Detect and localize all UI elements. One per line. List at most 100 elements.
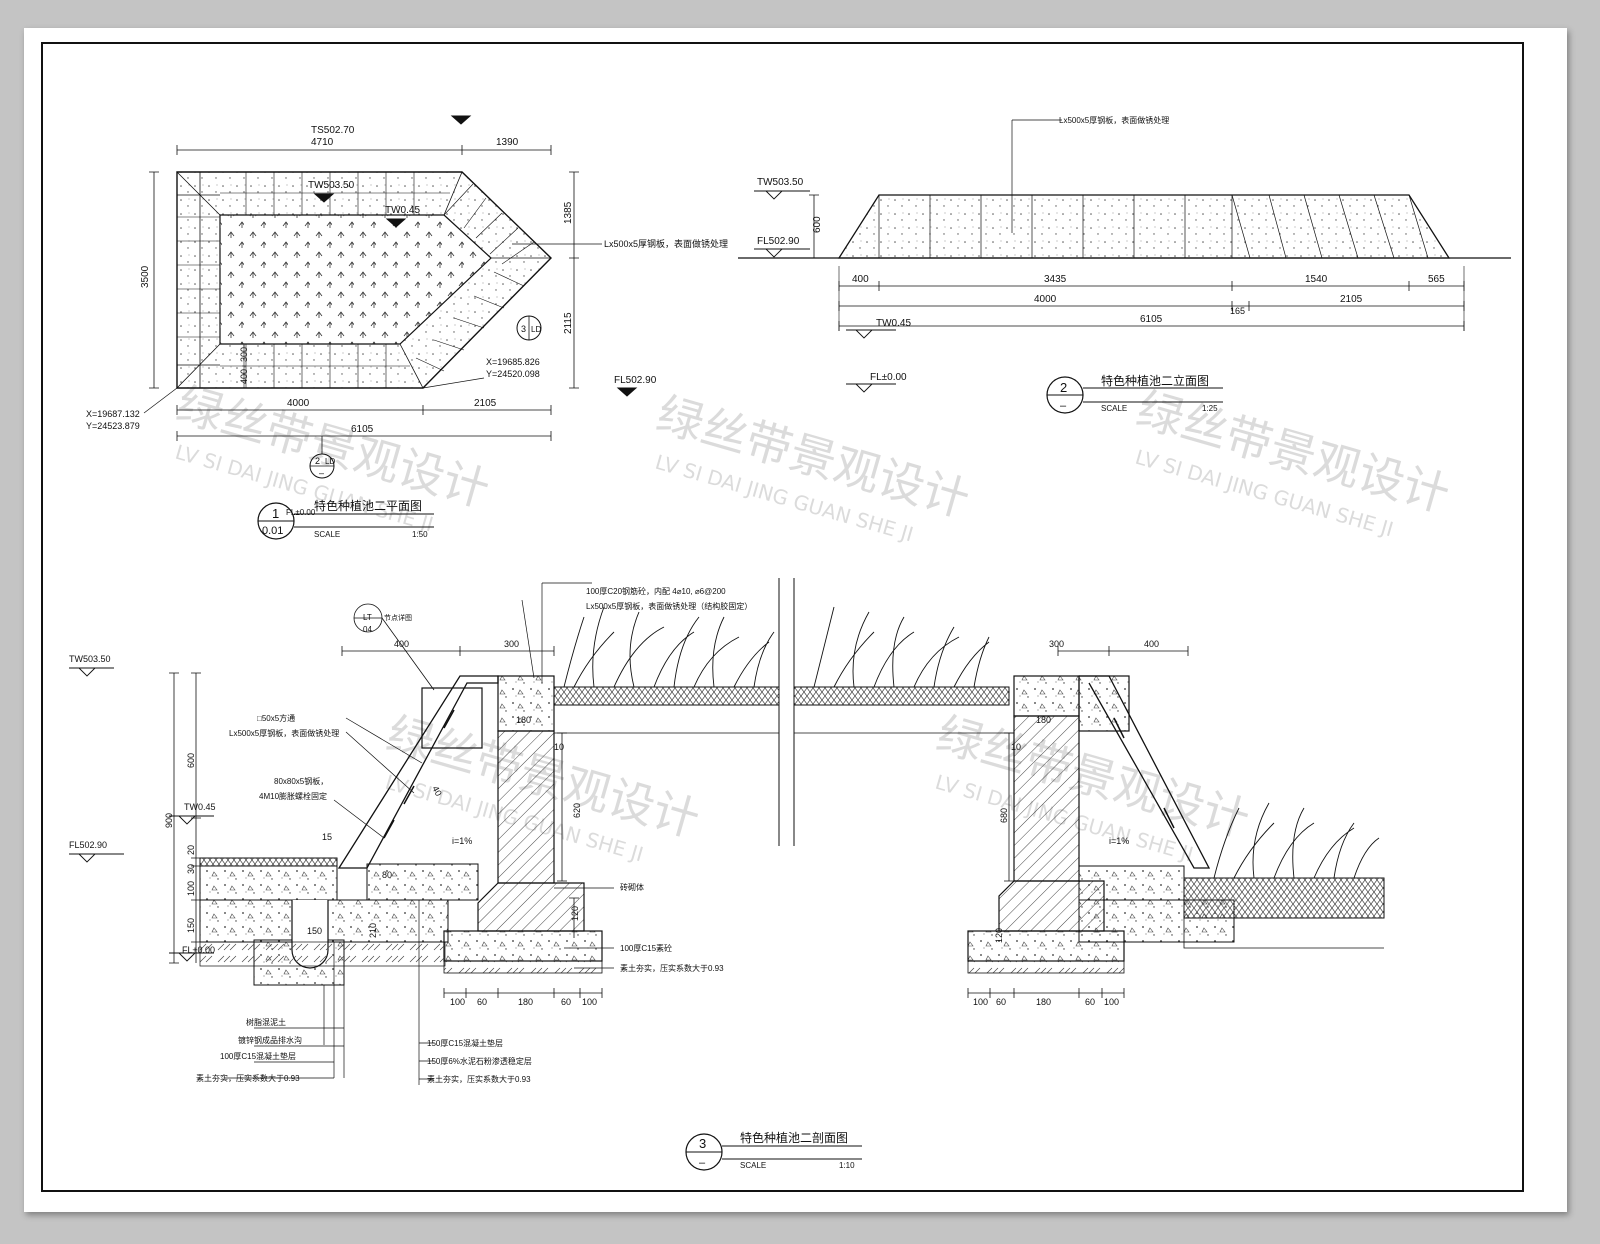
svg-text:100: 100 (973, 997, 988, 1007)
svg-text:FL±0.00: FL±0.00 (182, 945, 215, 955)
svg-text:2: 2 (1060, 380, 1067, 395)
svg-text:300: 300 (1049, 639, 1064, 649)
svg-text:400: 400 (239, 369, 249, 384)
plan-ts-mark: TS502.70 (311, 125, 355, 136)
svg-text:节点详图: 节点详图 (384, 613, 412, 622)
svg-text:100: 100 (1104, 997, 1119, 1007)
svg-text:150: 150 (307, 926, 322, 936)
svg-text:TW503.50: TW503.50 (69, 654, 111, 664)
svg-text:2105: 2105 (474, 398, 497, 409)
svg-text:180: 180 (518, 997, 533, 1007)
svg-text:400: 400 (852, 274, 869, 285)
svg-text:100: 100 (582, 997, 597, 1007)
cad-drawing: 绿丝带景观设计 LV SI DAI JING GUAN SHE JI 绿丝带景观… (41, 42, 1524, 1192)
svg-text:80: 80 (382, 870, 392, 880)
svg-text:FL502.90: FL502.90 (757, 236, 800, 247)
svg-text:LD: LD (531, 325, 541, 334)
svg-text:1385: 1385 (563, 201, 574, 224)
svg-text:150厚C15混凝土垫层: 150厚C15混凝土垫层 (427, 1038, 503, 1048)
svg-text:60: 60 (996, 997, 1006, 1007)
svg-text:300: 300 (239, 347, 249, 362)
svg-text:Lx500x5厚钢板，表面做锈处理: Lx500x5厚钢板，表面做锈处理 (604, 238, 728, 249)
svg-text:120: 120 (994, 928, 1004, 943)
svg-text:素土夯实，压实系数大于0.93: 素土夯实，压实系数大于0.93 (196, 1073, 300, 1083)
svg-text:2: 2 (315, 456, 320, 466)
svg-text:Lx500x5厚钢板，表面做锈处理: Lx500x5厚钢板，表面做锈处理 (1059, 115, 1169, 125)
section-title: 特色种植池二剖面图 (740, 1130, 848, 1145)
svg-text:FL502.90: FL502.90 (69, 840, 107, 850)
svg-text:180: 180 (516, 715, 531, 725)
svg-text:565: 565 (1428, 274, 1445, 285)
svg-text:60: 60 (561, 997, 571, 1007)
section-labels: 100厚C20钢筋砼，内配 4⌀10, ⌀6@200 Lx500x5厚钢板，表面… (69, 586, 1159, 1170)
svg-text:FL±0.00: FL±0.00 (286, 508, 316, 517)
svg-text:600: 600 (186, 753, 196, 768)
svg-text:900: 900 (164, 813, 174, 828)
svg-text:X=19685.826: X=19685.826 (486, 357, 540, 367)
svg-text:Lx500x5厚钢板，表面做锈处理: Lx500x5厚钢板，表面做锈处理 (229, 728, 339, 738)
svg-text:TW0.45: TW0.45 (385, 205, 420, 216)
svg-text:TW0.45: TW0.45 (184, 802, 216, 812)
svg-text:4M10膨胀螺栓固定: 4M10膨胀螺栓固定 (259, 791, 327, 801)
svg-text:165: 165 (1230, 306, 1245, 316)
svg-text:TW503.50: TW503.50 (308, 180, 355, 191)
elevation-title: 特色种植池二立面图 (1101, 373, 1209, 388)
svg-text:400: 400 (1144, 639, 1159, 649)
svg-text:60: 60 (477, 997, 487, 1007)
svg-text:400: 400 (394, 639, 409, 649)
svg-text:FL502.90: FL502.90 (614, 375, 657, 386)
svg-text:60: 60 (1085, 997, 1095, 1007)
svg-text:1:50: 1:50 (412, 530, 428, 539)
svg-text:180: 180 (1036, 997, 1051, 1007)
svg-text:0.01: 0.01 (262, 525, 283, 537)
plan-view (143, 115, 638, 540)
svg-text:LD: LD (325, 457, 335, 466)
svg-text:3: 3 (521, 324, 526, 334)
svg-text:120: 120 (570, 906, 580, 921)
svg-text:砖砌体: 砖砌体 (620, 882, 644, 892)
svg-text:40: 40 (430, 784, 444, 798)
svg-text:SCALE: SCALE (740, 1161, 766, 1170)
svg-text:1390: 1390 (496, 137, 519, 148)
svg-text:1:10: 1:10 (839, 1161, 855, 1170)
svg-text:210: 210 (368, 923, 378, 938)
svg-text:680: 680 (999, 808, 1009, 823)
svg-text:150: 150 (186, 918, 196, 933)
section-view (69, 578, 1385, 1171)
svg-text:4710: 4710 (311, 137, 334, 148)
svg-text:□50x5方通: □50x5方通 (257, 713, 295, 723)
svg-text:6105: 6105 (351, 424, 374, 435)
svg-text:3500: 3500 (140, 265, 151, 288)
svg-text:80x80x5钢板，: 80x80x5钢板， (274, 776, 328, 786)
elevation-view (738, 119, 1511, 414)
svg-text:1540: 1540 (1305, 274, 1328, 285)
svg-text:4000: 4000 (1034, 294, 1057, 305)
svg-text:100厚C20钢筋砼，内配 4⌀10, ⌀6@200: 100厚C20钢筋砼，内配 4⌀10, ⌀6@200 (586, 586, 726, 596)
svg-text:620: 620 (572, 803, 582, 818)
svg-text:2115: 2115 (563, 312, 574, 334)
svg-text:树脂混泥土: 树脂混泥土 (246, 1017, 286, 1027)
svg-text:素土夯实，压实系数大于0.93: 素土夯实，压实系数大于0.93 (427, 1074, 531, 1084)
svg-text:6105: 6105 (1140, 314, 1163, 325)
svg-text:Y=24523.879: Y=24523.879 (86, 421, 140, 431)
svg-text:镀锌钢成品排水沟: 镀锌钢成品排水沟 (238, 1035, 302, 1045)
svg-text:100厚C15混凝土垫层: 100厚C15混凝土垫层 (220, 1051, 296, 1061)
svg-text:15: 15 (322, 832, 332, 842)
svg-text:4000: 4000 (287, 398, 310, 409)
svg-text:150厚6%水泥石粉渗透稳定层: 150厚6%水泥石粉渗透稳定层 (427, 1056, 532, 1066)
svg-text:i=1%: i=1% (452, 836, 472, 846)
plan-title: 特色种植池二平面图 (314, 498, 422, 513)
svg-text:Lx500x5厚钢板，表面做锈处理（结构胶固定）: Lx500x5厚钢板，表面做锈处理（结构胶固定） (586, 601, 752, 611)
svg-text:i=1%: i=1% (1109, 836, 1129, 846)
svg-text:X=19687.132: X=19687.132 (86, 409, 140, 419)
svg-text:–: – (319, 468, 324, 478)
elevation-labels: Lx500x5厚钢板，表面做锈处理 TW503.50 FL502.90 600 … (757, 115, 1445, 413)
svg-text:TW0.45: TW0.45 (876, 318, 911, 329)
svg-text:FL±0.00: FL±0.00 (870, 372, 907, 383)
plan-labels: TS502.70 TW503.50 TW0.45 FL502.90 4710 1… (86, 125, 728, 539)
svg-text:600: 600 (812, 216, 823, 233)
svg-text:SCALE: SCALE (314, 530, 340, 539)
svg-text:Y=24520.098: Y=24520.098 (486, 369, 540, 379)
svg-text:2105: 2105 (1340, 294, 1363, 305)
svg-text:04: 04 (363, 625, 372, 634)
